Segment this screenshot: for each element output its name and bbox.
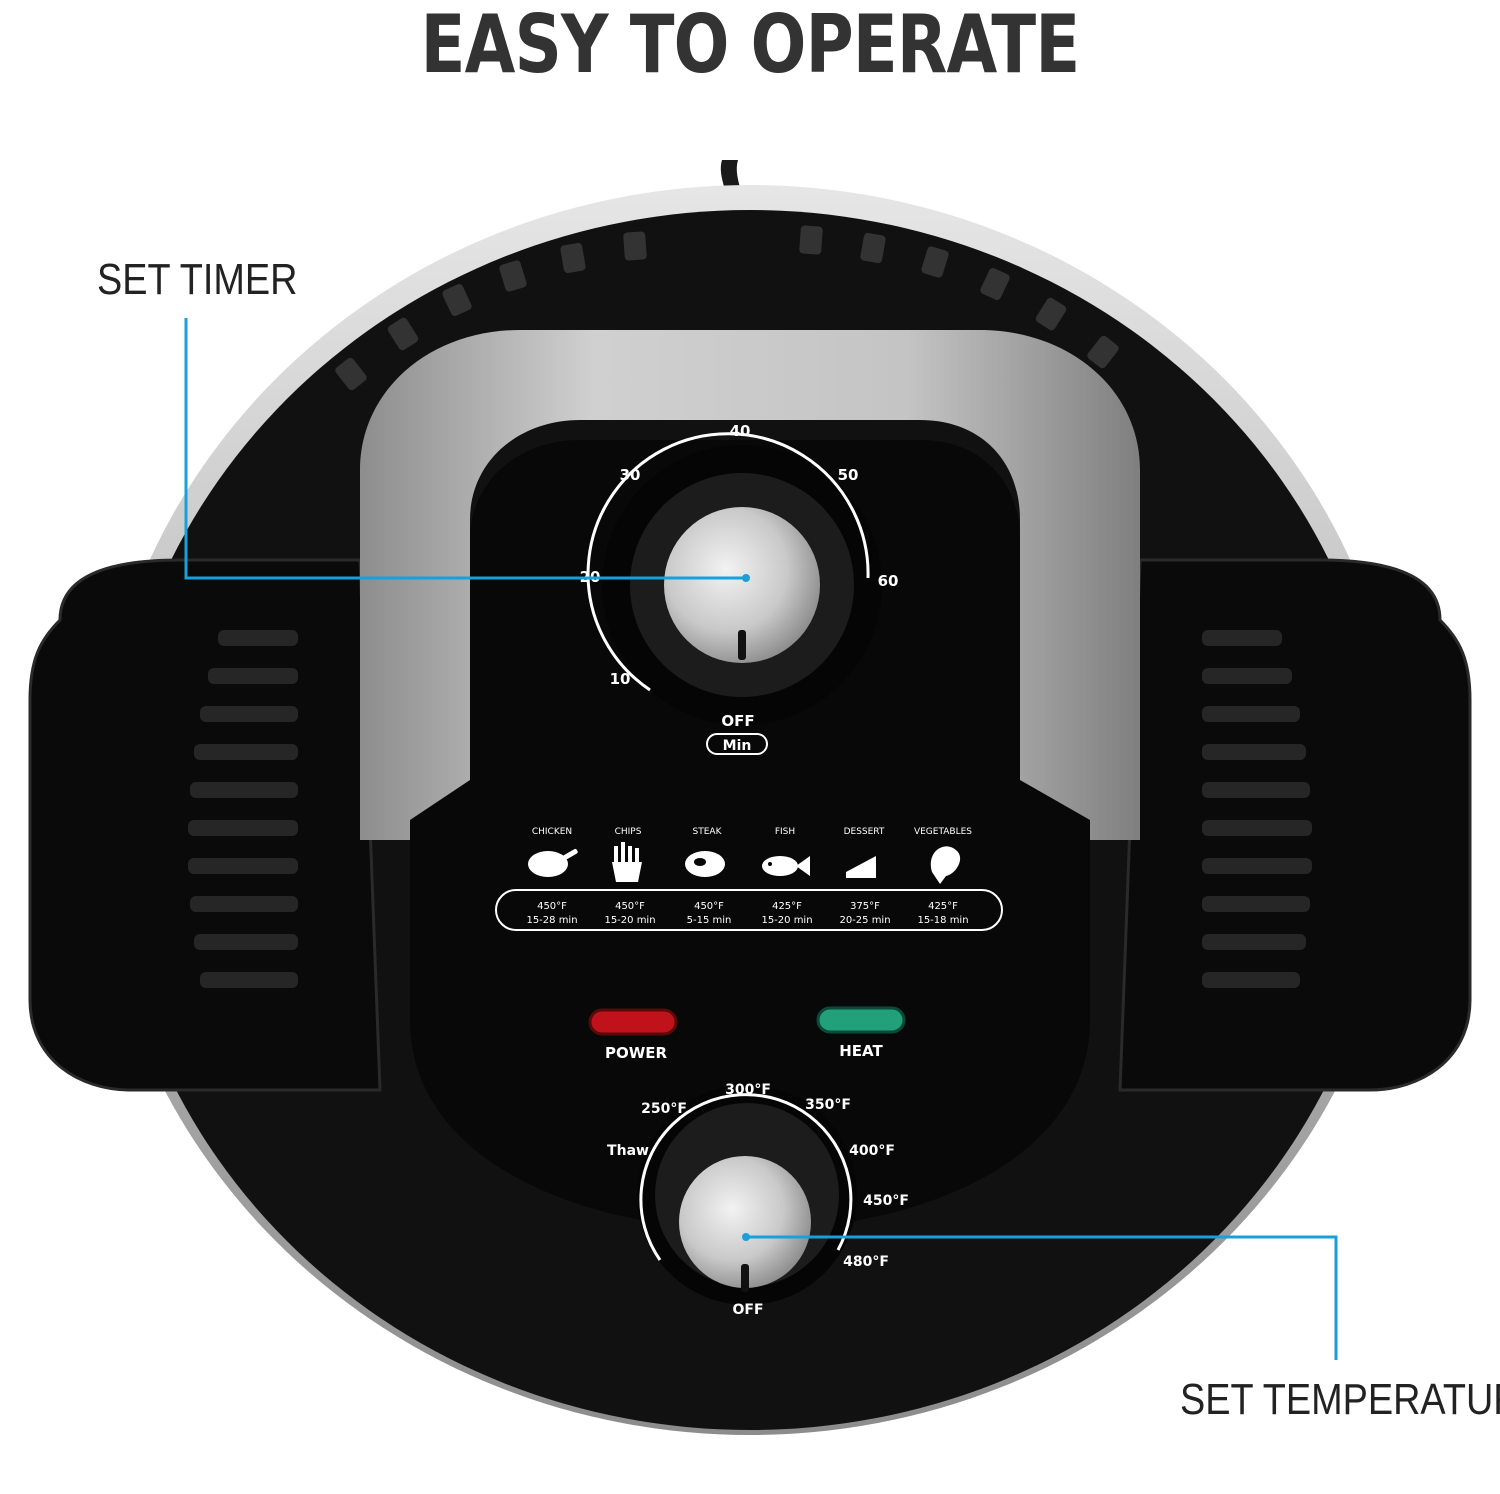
temp-off-label: OFF bbox=[732, 1302, 763, 1318]
temp-label-thaw: Thaw bbox=[607, 1143, 649, 1159]
preset-time: 15-18 min bbox=[917, 915, 968, 926]
preset-name: CHICKEN bbox=[532, 827, 572, 837]
top-vents bbox=[335, 225, 1119, 391]
timer-unit-label: Min bbox=[723, 738, 752, 754]
timer-leader-line bbox=[184, 318, 746, 580]
preset-temp: 425°F bbox=[928, 901, 958, 912]
preset-name: DESSERT bbox=[844, 827, 885, 837]
preset-name: FISH bbox=[775, 827, 795, 837]
timer-leader-dot bbox=[742, 574, 750, 582]
vegetables-icon bbox=[930, 846, 961, 884]
steak-icon bbox=[685, 851, 725, 877]
temp-leader-dot bbox=[742, 1233, 750, 1241]
timer-tick-10: 10 bbox=[610, 670, 631, 688]
preset-time: 20-25 min bbox=[839, 915, 890, 926]
timer-tick-60: 60 bbox=[878, 572, 899, 590]
temp-label-350: 350°F bbox=[805, 1097, 851, 1113]
temp-leader-line bbox=[746, 1235, 1338, 1360]
preset-name: STEAK bbox=[693, 827, 723, 837]
temp-label-400: 400°F bbox=[849, 1143, 895, 1159]
preset-temp: 425°F bbox=[772, 901, 802, 912]
preset-time: 15-20 min bbox=[604, 915, 655, 926]
power-light bbox=[588, 1008, 678, 1036]
temp-label-450: 450°F bbox=[863, 1193, 909, 1209]
preset-time: 5-15 min bbox=[687, 915, 732, 926]
timer-tick-30: 30 bbox=[620, 466, 641, 484]
heat-label: HEAT bbox=[839, 1042, 883, 1060]
preset-guide: CHICKEN CHIPS STEAK FISH DESSERT VEGETAB… bbox=[495, 827, 1003, 931]
preset-temp: 450°F bbox=[615, 901, 645, 912]
temp-label-480: 480°F bbox=[843, 1254, 889, 1270]
right-handle-vents bbox=[1202, 630, 1312, 988]
temp-label-300: 300°F bbox=[725, 1082, 771, 1098]
temperature-dial[interactable] bbox=[637, 1085, 857, 1305]
control-panel bbox=[410, 440, 1090, 1230]
preset-name: CHIPS bbox=[615, 827, 642, 837]
preset-temp: 375°F bbox=[850, 901, 880, 912]
page-heading: EASY TO OPERATE bbox=[420, 0, 1080, 91]
preset-pill bbox=[495, 889, 1003, 931]
silver-arch bbox=[360, 330, 1140, 840]
set-timer-callout: SET TIMER bbox=[97, 255, 298, 304]
timer-tick-50: 50 bbox=[838, 466, 859, 484]
chips-icon bbox=[612, 842, 642, 882]
dessert-icon bbox=[846, 856, 876, 878]
preset-time: 15-28 min bbox=[526, 915, 577, 926]
power-label: POWER bbox=[605, 1044, 668, 1062]
timer-dial[interactable] bbox=[586, 432, 882, 725]
heat-light bbox=[816, 1006, 906, 1034]
left-handle-vents bbox=[188, 630, 298, 988]
preset-name: VEGETABLES bbox=[914, 827, 972, 837]
preset-time: 15-20 min bbox=[761, 915, 812, 926]
chicken-icon bbox=[528, 848, 578, 877]
temp-label-250: 250°F bbox=[641, 1101, 687, 1117]
timer-tick-40: 40 bbox=[730, 422, 751, 440]
fish-icon bbox=[762, 856, 810, 876]
preset-temp: 450°F bbox=[694, 901, 724, 912]
timer-off-label: OFF bbox=[721, 712, 754, 730]
timer-unit-badge bbox=[706, 733, 768, 755]
set-temperature-callout: SET TEMPERATURE bbox=[1180, 1375, 1500, 1424]
preset-temp: 450°F bbox=[537, 901, 567, 912]
